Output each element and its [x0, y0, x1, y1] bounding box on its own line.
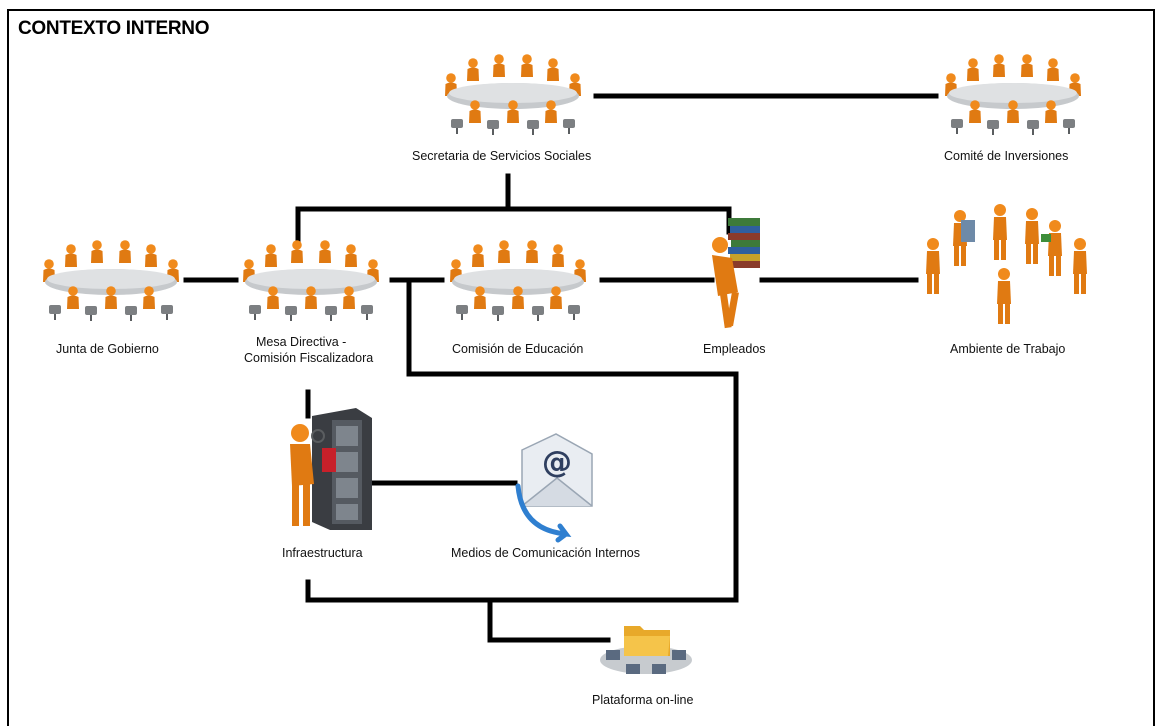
team-group-icon: [926, 204, 1087, 324]
node-educacion-label: Comisión de Educación: [452, 342, 584, 356]
meeting-table-icon: [450, 240, 586, 321]
node-comite-label: Comité de Inversiones: [944, 149, 1069, 163]
svg-text:@: @: [542, 445, 572, 480]
node-medios-label: Medios de Comunicación Internos: [451, 546, 640, 560]
meeting-table-icon: [445, 54, 581, 135]
section-title: CONTEXTO INTERNO: [18, 18, 210, 39]
diagram-frame: [7, 9, 1155, 726]
node-mesa-label-line2: Comisión Fiscalizadora: [244, 351, 374, 365]
worker-carrying-books-icon: [712, 218, 760, 329]
node-empleados-label: Empleados: [703, 342, 766, 356]
node-secretaria-label: Secretaria de Servicios Sociales: [412, 149, 592, 163]
meeting-table-icon: [243, 240, 379, 321]
node-junta-label: Junta de Gobierno: [56, 342, 159, 356]
node-ambiente-label: Ambiente de Trabajo: [950, 342, 1066, 356]
meeting-table-icon: [945, 54, 1081, 135]
node-mesa-label-line1: Mesa Directiva -: [256, 335, 347, 349]
node-plataforma-label: Plataforma on-line: [592, 693, 694, 707]
network-folder-icon: [600, 626, 692, 674]
email-envelope-icon: @: [515, 433, 593, 543]
file-cabinet-icon: [290, 408, 372, 530]
node-infraestructura-label: Infraestructura: [282, 546, 363, 560]
meeting-table-icon: [43, 240, 179, 321]
